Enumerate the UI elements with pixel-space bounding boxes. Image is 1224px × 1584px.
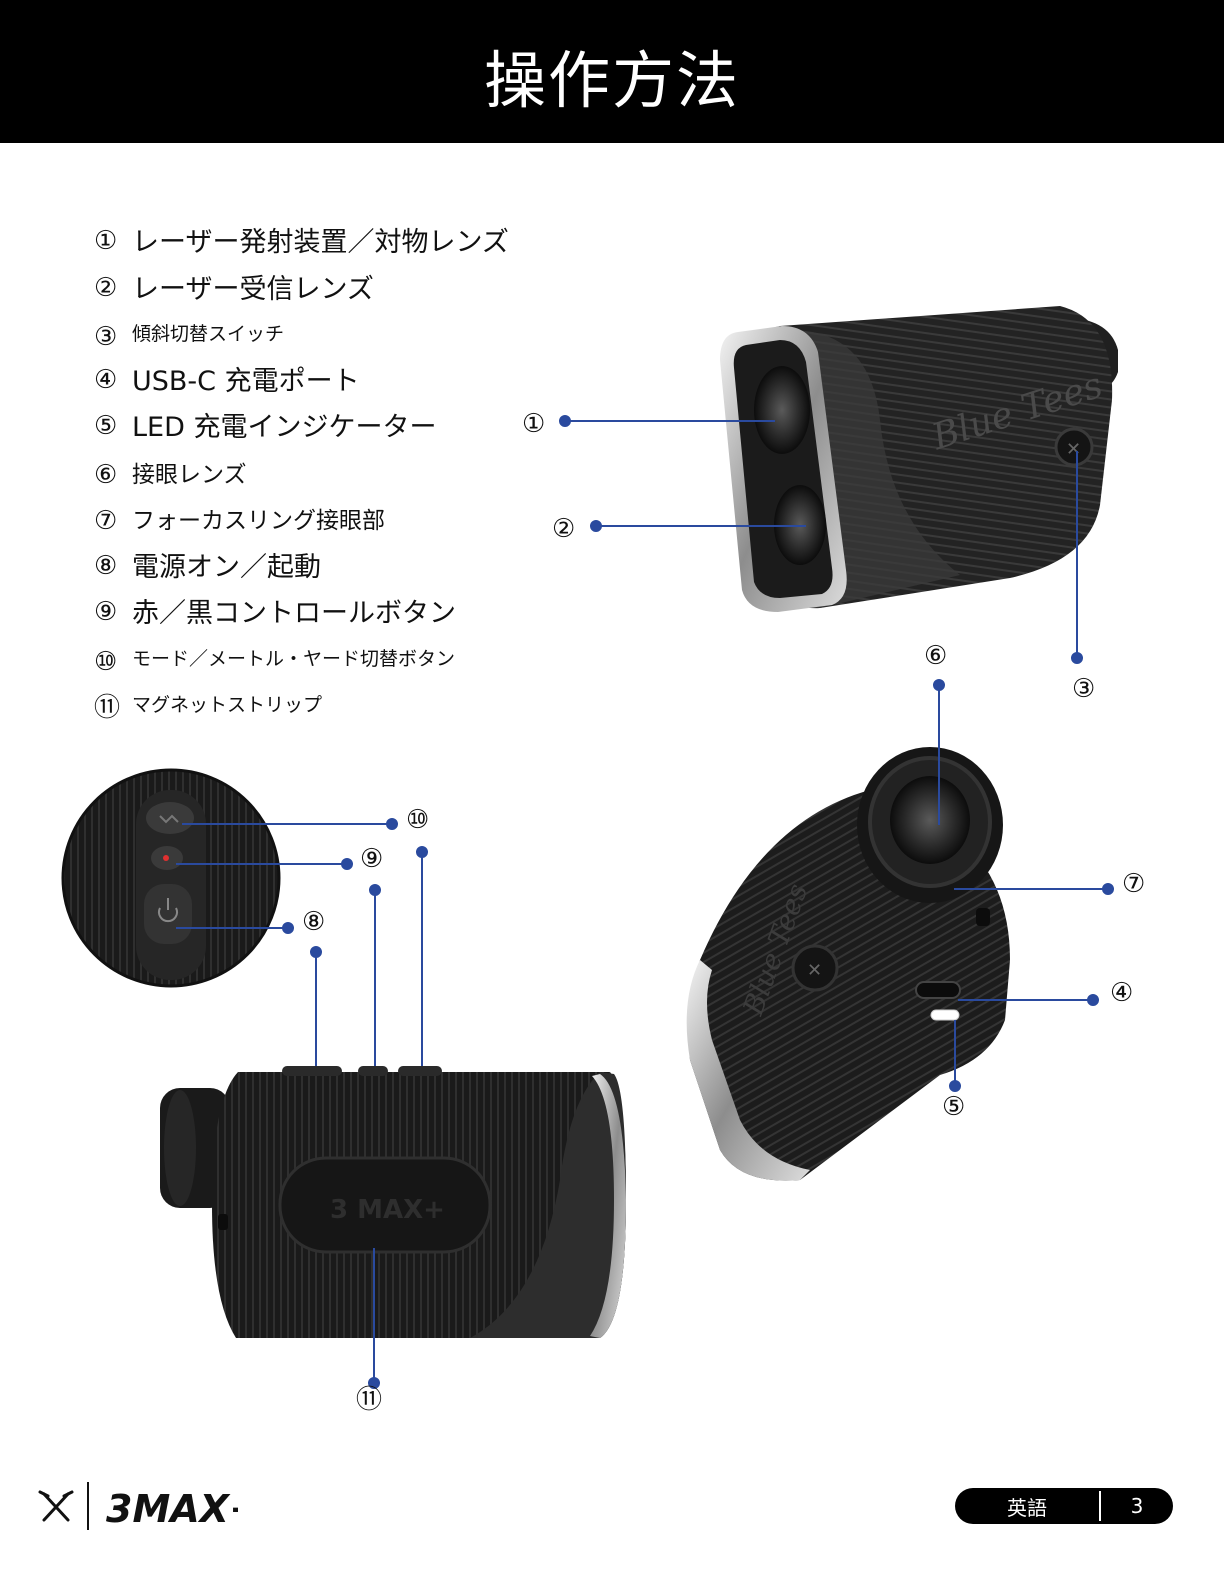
strap-loop bbox=[976, 908, 990, 926]
legend-item-7: ⑦ フォーカスリング接眼部 bbox=[94, 506, 385, 536]
callout-dot-7 bbox=[1102, 883, 1114, 895]
legend-item-1: ① レーザー発射装置／対物レンズ bbox=[94, 226, 509, 260]
legend-label: マグネットストリップ bbox=[132, 694, 323, 716]
callout-7: ⑦ bbox=[1122, 869, 1145, 899]
legend-label: レーザー発射装置／対物レンズ bbox=[132, 227, 509, 258]
callout-dot-10b bbox=[416, 846, 428, 858]
legend-number: ⑨ bbox=[94, 597, 118, 627]
button-zoom-inset bbox=[61, 768, 281, 988]
device-side-view: 3 MAX+ bbox=[160, 1066, 626, 1338]
tilt-switch-mark: ✕ bbox=[1066, 439, 1081, 460]
callout-10: ⑩ bbox=[406, 805, 429, 835]
legend-label: 接眼レンズ bbox=[132, 462, 247, 488]
rear-chrome-edge bbox=[686, 960, 810, 1181]
usb-c-port bbox=[915, 981, 961, 999]
callout-11: ⑪ bbox=[356, 1385, 382, 1415]
callout-dot-5 bbox=[949, 1080, 961, 1092]
red-dot-icon bbox=[163, 855, 169, 861]
callout-dot-8b bbox=[310, 946, 322, 958]
side-front-panel bbox=[470, 1072, 626, 1338]
callout-dot-11 bbox=[368, 1377, 380, 1389]
power-symbol-icon bbox=[158, 907, 178, 923]
eyepiece-lens bbox=[890, 776, 970, 864]
legend-label: USB-C 充電ポート bbox=[132, 366, 360, 397]
legend-number: ④ bbox=[94, 365, 118, 395]
legend-number: ③ bbox=[94, 322, 118, 352]
brand-logo-icon: 3MAX+ bbox=[38, 1482, 261, 1531]
led-indicator bbox=[930, 1009, 960, 1021]
callout-dot-10 bbox=[386, 818, 398, 830]
footer-brand: 3MAX+ bbox=[38, 1478, 261, 1534]
magnetic-strip bbox=[278, 1156, 492, 1254]
legend-label: 電源オン／起動 bbox=[132, 552, 321, 583]
callout-dot-9 bbox=[341, 858, 353, 870]
callout-dot-8 bbox=[282, 922, 294, 934]
legend-label: モード／メートル・ヤード切替ボタン bbox=[132, 648, 456, 670]
side-eyepiece-rim bbox=[164, 1090, 196, 1206]
side-strap-loop bbox=[218, 1214, 228, 1230]
legend-number: ① bbox=[94, 226, 118, 256]
callout-dot-6 bbox=[933, 679, 945, 691]
callout-3: ③ bbox=[1072, 674, 1095, 704]
callout-4: ④ bbox=[1110, 978, 1133, 1008]
page-footer-pill: 英語 3 bbox=[955, 1488, 1173, 1524]
callout-dot-4 bbox=[1087, 994, 1099, 1006]
device-front-view: Blue Tees ✕ bbox=[720, 306, 1118, 612]
legend-label: LED 充電インジケーター bbox=[132, 412, 437, 443]
legend-item-3: ③ 傾斜切替スイッチ bbox=[94, 322, 284, 352]
legend-number: ⑩ bbox=[94, 647, 118, 677]
callout-2: ② bbox=[552, 514, 575, 544]
mode-chevron-icon bbox=[159, 814, 179, 824]
legend-number: ② bbox=[94, 273, 118, 303]
power-button-icon bbox=[144, 884, 192, 944]
control-button-top bbox=[358, 1066, 388, 1076]
mode-button-top bbox=[398, 1066, 442, 1076]
laser-emitter-lens bbox=[754, 366, 810, 454]
page-number: 3 bbox=[1130, 1494, 1144, 1518]
callout-dot-2 bbox=[590, 520, 602, 532]
legend-label: 傾斜切替スイッチ bbox=[132, 323, 285, 345]
page-header: 操作方法 bbox=[0, 0, 1224, 143]
callout-1: ① bbox=[522, 409, 545, 439]
side-chrome-edge bbox=[590, 1074, 626, 1338]
device-rear-view: ✕ Blue Tees bbox=[686, 747, 1010, 1181]
callout-9: ⑨ bbox=[360, 844, 383, 874]
legend-label: レーザー受信レンズ bbox=[132, 274, 374, 305]
legend-label: 赤／黒コントロールボタン bbox=[132, 598, 456, 629]
tilt-switch bbox=[1054, 427, 1094, 467]
footer-model-logo: 3MAX+ bbox=[106, 1487, 238, 1531]
legend-item-2: ② レーザー受信レンズ bbox=[94, 273, 374, 307]
callout-dot-1 bbox=[559, 415, 571, 427]
legend-item-5: ⑤ LED 充電インジケーター bbox=[94, 411, 436, 445]
rear-tilt-switch bbox=[791, 944, 839, 992]
legend-label: フォーカスリング接眼部 bbox=[132, 508, 385, 534]
callout-dot-3 bbox=[1071, 652, 1083, 664]
pill-divider bbox=[1099, 1491, 1101, 1521]
legend-item-4: ④ USB-C 充電ポート bbox=[94, 365, 360, 399]
legend-number: ⑥ bbox=[94, 460, 118, 490]
page-title: 操作方法 bbox=[483, 44, 740, 117]
callout-8: ⑧ bbox=[302, 907, 325, 937]
legend-item-6: ⑥ 接眼レンズ bbox=[94, 460, 247, 490]
rear-switch-mark: ✕ bbox=[807, 960, 822, 981]
callout-dot-9b bbox=[369, 884, 381, 896]
callout-lines bbox=[176, 415, 1114, 1389]
legend-item-11: ⑪ マグネットストリップ bbox=[94, 693, 322, 723]
legend-number: ⑧ bbox=[94, 551, 118, 581]
callout-5: ⑤ bbox=[942, 1092, 965, 1122]
side-model-logo: 3 MAX+ bbox=[330, 1195, 445, 1225]
power-button-top bbox=[282, 1066, 342, 1076]
legend-number: ⑪ bbox=[94, 693, 121, 723]
legend-item-8: ⑧ 電源オン／起動 bbox=[94, 551, 321, 585]
legend-number: ⑤ bbox=[94, 411, 118, 441]
legend-item-10: ⑩ モード／メートル・ヤード切替ボタン bbox=[94, 647, 455, 677]
language-label: 英語 bbox=[1007, 1495, 1047, 1520]
legend-item-9: ⑨ 赤／黒コントロールボタン bbox=[94, 597, 456, 631]
legend-number: ⑦ bbox=[94, 506, 118, 536]
callout-6: ⑥ bbox=[924, 641, 947, 671]
crossed-tees-icon bbox=[38, 1490, 74, 1522]
